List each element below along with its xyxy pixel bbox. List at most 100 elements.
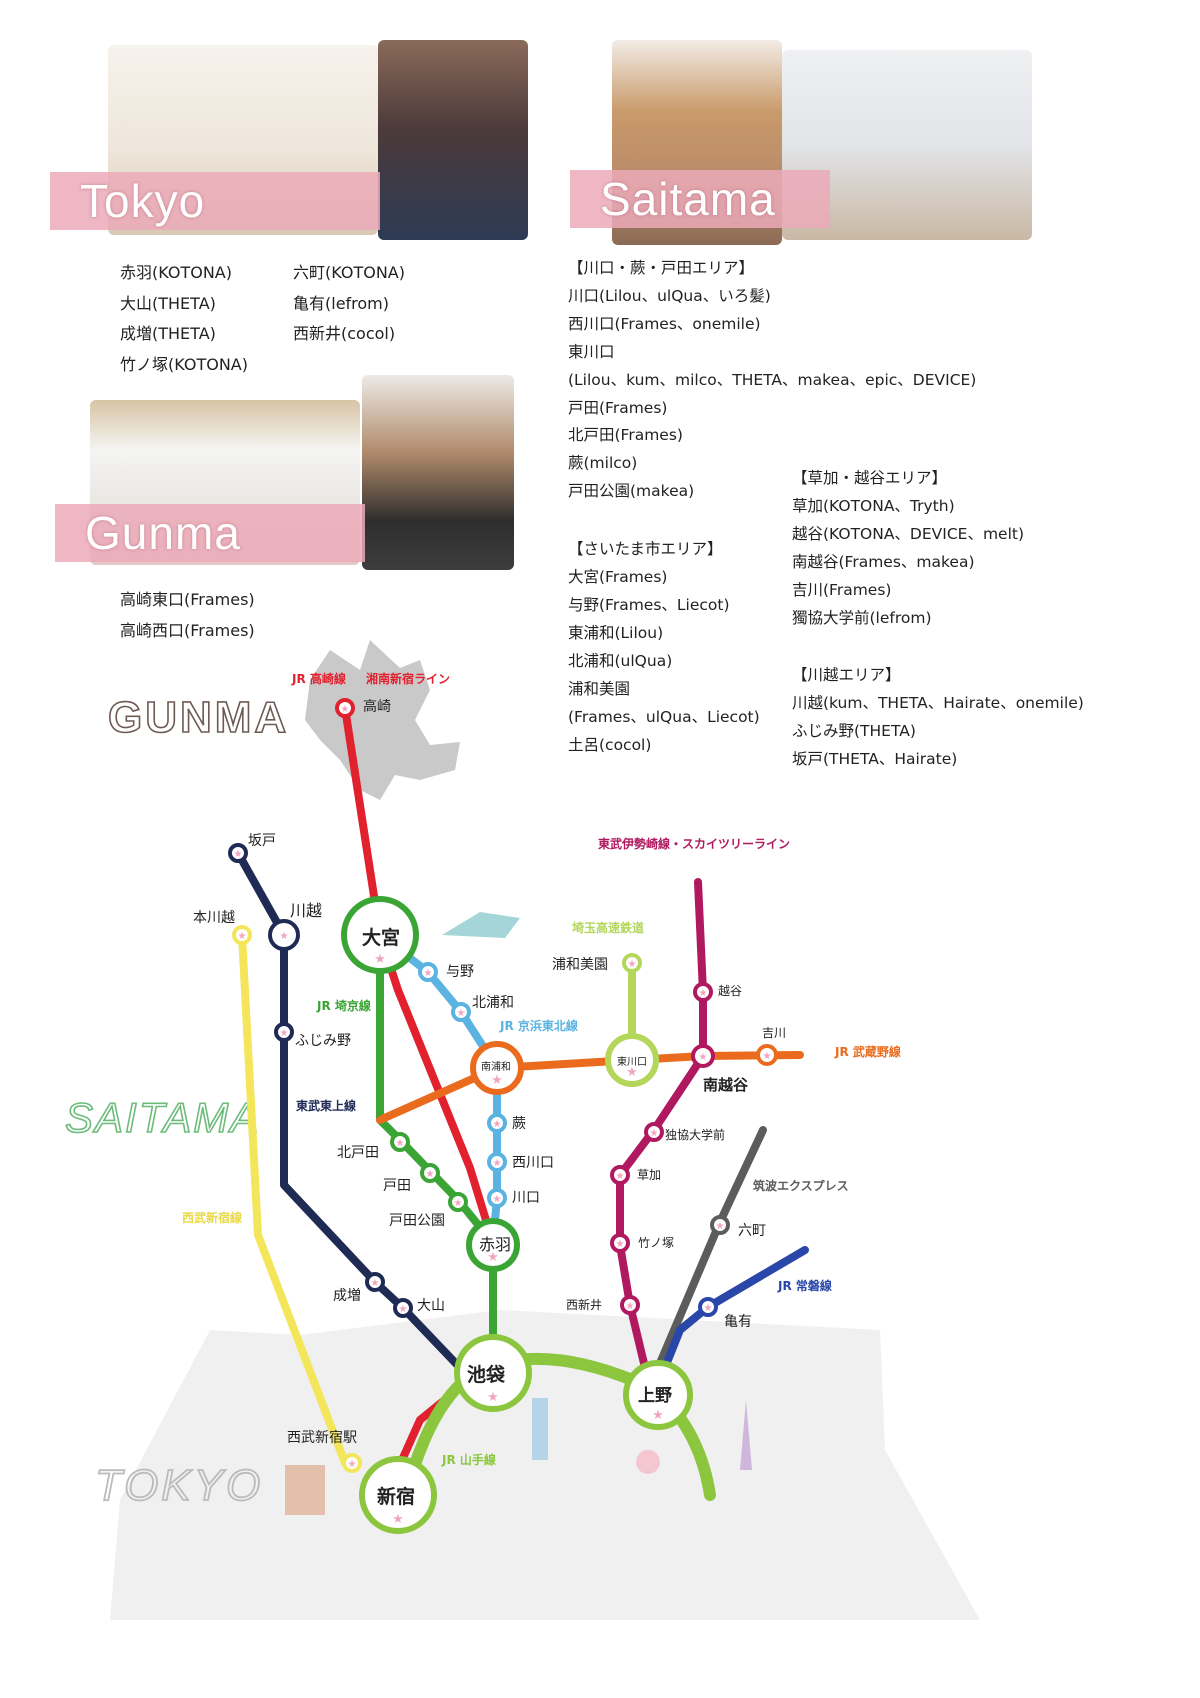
station-marker-minamiurawa (470, 1041, 524, 1095)
star-icon: ★ (392, 1512, 404, 1527)
jr-joban-line (656, 1246, 809, 1384)
list-item: 北戸田(Frames) (568, 426, 683, 445)
list-item: (Lilou、kum、milco、THETA、makea、epic、DEVICE… (568, 370, 977, 389)
station-label-higashikawaguchi: 東川口 (617, 1055, 647, 1068)
jr-yamanote-line (404, 1352, 716, 1501)
list-item: 浦和美園 (568, 679, 631, 698)
station-marker-nishiarai (620, 1295, 640, 1315)
list-item: 亀有(lefrom) (293, 293, 390, 313)
station-label-takasaki: 高崎 (363, 698, 391, 715)
star-icon: ★ (716, 1221, 725, 1232)
station-label-takenotsuka: 竹ノ塚 (638, 1236, 674, 1250)
gunma-region-shape (305, 640, 460, 800)
station-marker-seibushinjuku (342, 1453, 362, 1473)
list-item: 西新井(cocol) (293, 324, 396, 343)
line-label-jr-takasaki: JR 高崎線 (291, 671, 346, 686)
star-icon: ★ (396, 1138, 405, 1149)
list-item: 高崎東口(Frames) (120, 590, 255, 609)
star-icon: ★ (704, 1303, 713, 1314)
star-icon: ★ (457, 1008, 466, 1019)
list-item: 坂戸(THETA、Hairate) (792, 750, 958, 769)
star-icon: ★ (374, 952, 386, 967)
star-icon: ★ (628, 959, 637, 970)
star-icon: ★ (426, 1169, 435, 1180)
station-marker-todakoen (448, 1192, 468, 1212)
star-icon: ★ (616, 1171, 625, 1182)
list-item: 西川口(Frames、onemile) (568, 314, 761, 333)
list-item: 土呂(cocol) (568, 735, 652, 754)
station-label-warabi: 蕨 (512, 1116, 526, 1132)
station-label-minamikoshigaya: 南越谷 (703, 1076, 749, 1094)
list-item: (Frames、ulQua、Liecot) (568, 707, 760, 726)
saitama-region-label: SAITAMA (65, 1094, 260, 1141)
list-item: 南越谷(Frames、makea) (792, 552, 975, 571)
star-icon: ★ (493, 1194, 502, 1205)
station-label-kitatoda: 北戸田 (337, 1145, 379, 1161)
saitama-arena-icon (442, 912, 520, 938)
station-label-seibushinjuku: 西武新宿駅 (287, 1429, 357, 1446)
station-marker-rokucho (710, 1215, 730, 1235)
station-marker-urawamisono (622, 953, 642, 973)
area-heading: 【さいたま市エリア】 (568, 540, 723, 559)
jr-takasaki-line (341, 704, 497, 1247)
line-label-jr-musashino: JR 武蔵野線 (834, 1044, 901, 1059)
star-icon: ★ (280, 931, 289, 942)
list-item: 戸田(Frames) (568, 398, 668, 417)
list-item: 大山(THETA) (120, 293, 216, 313)
star-icon: ★ (371, 1278, 380, 1289)
station-marker-nishikawaguchi (487, 1152, 507, 1172)
skytree-icon (740, 1400, 752, 1470)
seibu-shinjuku-line (238, 931, 349, 1467)
station-marker-ueno (623, 1360, 693, 1430)
gunma-banner: Gunma (55, 504, 365, 562)
line-label-jr-keihin: JR 京浜東北線 (499, 1018, 578, 1033)
star-icon: ★ (238, 931, 247, 942)
line-label-tsukuba: 筑波エクスプレス (753, 1178, 849, 1193)
line-label-shonan: 湘南新宿ライン (366, 671, 450, 686)
list-item: 川口(Lilou、ulQua、いろ髪) (568, 286, 771, 305)
station-label-kawagoe: 川越 (290, 901, 322, 920)
gunma-list: 高崎東口(Frames) 高崎西口(Frames) (120, 585, 255, 646)
tobu-isesaki-line (616, 878, 707, 1384)
station-marker-fujimino (274, 1022, 294, 1042)
station-marker-sakado (228, 843, 248, 863)
station-marker-kawaguchi (487, 1188, 507, 1208)
star-icon: ★ (424, 968, 433, 979)
station-marker-yoshikawa (756, 1044, 778, 1066)
list-item: 赤羽(KOTONA) (120, 263, 232, 282)
station-label-honkawagoe: 本川越 (193, 910, 235, 926)
station-marker-minamikoshigaya (691, 1044, 715, 1068)
saitama-list-col1: 【川口・蕨・戸田エリア】 川口(Lilou、ulQua、いろ髪) 西川口(Fra… (568, 255, 976, 759)
station-marker-toda (420, 1163, 440, 1183)
station-label-akabane: 赤羽 (479, 1235, 511, 1254)
list-item: 川越(kum、THETA、Hairate、onemile) (792, 694, 1084, 713)
building-icon (285, 1465, 325, 1515)
star-icon: ★ (341, 704, 350, 715)
star-icon: ★ (399, 1304, 408, 1315)
star-icon: ★ (493, 1119, 502, 1130)
star-icon: ★ (699, 1052, 708, 1063)
star-icon: ★ (348, 1459, 357, 1470)
tokyo-list-col2: 六町(KOTONA) 亀有(lefrom) 西新井(cocol) (293, 258, 405, 350)
station-label-narimasu: 成増 (333, 1288, 361, 1304)
star-icon: ★ (763, 1051, 772, 1062)
station-label-kameari: 亀有 (724, 1314, 752, 1330)
star-icon: ★ (487, 1250, 499, 1265)
station-marker-takenotsuka (610, 1233, 630, 1253)
station-label-sakado: 坂戸 (248, 833, 276, 849)
area-heading: 【草加・越谷エリア】 (792, 469, 948, 487)
tokyo-region-label: TOKYO (95, 1461, 263, 1510)
star-icon: ★ (234, 849, 243, 860)
station-label-nishikawaguchi: 西川口 (512, 1155, 554, 1171)
tokyo-tower-icon (532, 1398, 548, 1460)
gunma-region-label: GUNMA (108, 693, 289, 742)
list-item: 高崎西口(Frames) (120, 620, 255, 640)
station-label-toda: 戸田 (383, 1178, 411, 1194)
station-marker-oyama (393, 1298, 413, 1318)
station-marker-dokkyo (644, 1122, 664, 1142)
panda-icon (636, 1450, 660, 1474)
station-marker-warabi (487, 1113, 507, 1133)
line-label-tobu-tojo: 東武東上線 (296, 1098, 356, 1113)
list-item: 吉川(Frames) (792, 580, 892, 599)
